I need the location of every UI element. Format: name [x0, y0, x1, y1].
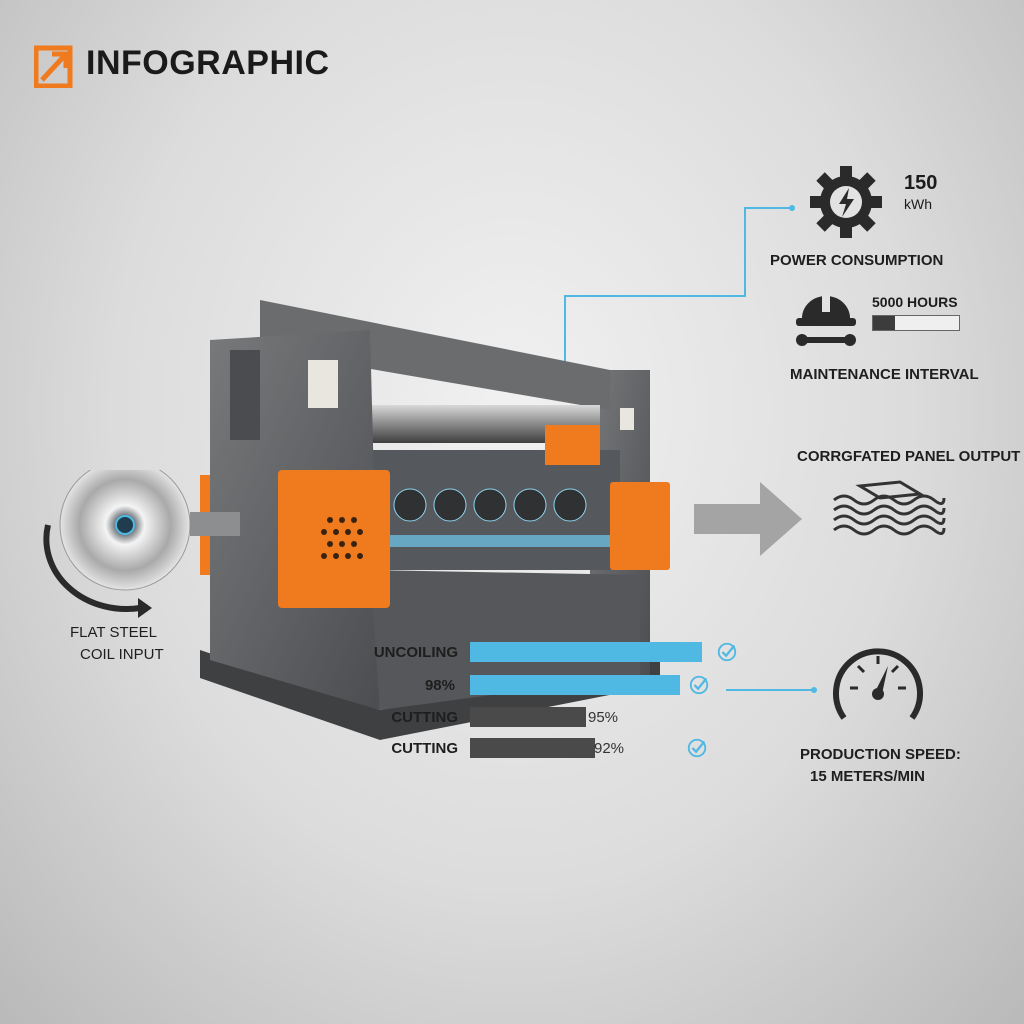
process-step-bar: [470, 642, 702, 662]
process-step-bar: [470, 738, 595, 758]
check-circle-icon: [717, 642, 737, 662]
process-step-value: 92%: [594, 740, 625, 757]
process-step-label: UNCOILING: [373, 644, 458, 661]
page-title: INFOGRAPHIC: [86, 44, 330, 82]
process-step-bar: [470, 707, 586, 727]
arrow-square-logo-icon: [34, 45, 73, 88]
power-unit: kWh: [904, 196, 932, 212]
power-value: 150: [904, 172, 938, 194]
maintenance-progress-fill: [873, 316, 895, 330]
process-step-value: 95%: [588, 709, 619, 726]
speed-label-line2: 15 METERS/MIN: [810, 768, 926, 785]
check-circle-icon: [687, 738, 707, 758]
process-step-bar: [470, 675, 680, 695]
input-label-line1: FLAT STEEL: [70, 624, 157, 641]
steel-coil-icon: [43, 470, 240, 618]
hardhat-wrench-icon: [796, 294, 856, 346]
process-arrow-icon: [694, 482, 802, 556]
speedometer-icon: [833, 648, 923, 720]
process-step-label: CUTTING: [391, 709, 458, 726]
gear-lightning-icon: [810, 166, 882, 238]
maintenance-progress-bar: [872, 315, 960, 331]
maintenance-value: 5000 HOURS: [872, 294, 958, 310]
power-label: POWER CONSUMPTION: [770, 252, 944, 269]
process-step-label: 98%: [424, 677, 455, 694]
stacked-sheets-icon: [833, 480, 946, 536]
corrugating-machine-illustration: [200, 300, 670, 740]
input-label-line2: COIL INPUT: [80, 646, 164, 663]
maintenance-label: MAINTENANCE INTERVAL: [790, 366, 979, 383]
output-label: CORRGFATED PANEL OUTPUT: [797, 448, 1021, 465]
process-step-label: CUTTING: [391, 740, 458, 757]
speed-label-line1: PRODUCTION SPEED:: [800, 746, 961, 763]
check-circle-icon: [689, 675, 709, 695]
